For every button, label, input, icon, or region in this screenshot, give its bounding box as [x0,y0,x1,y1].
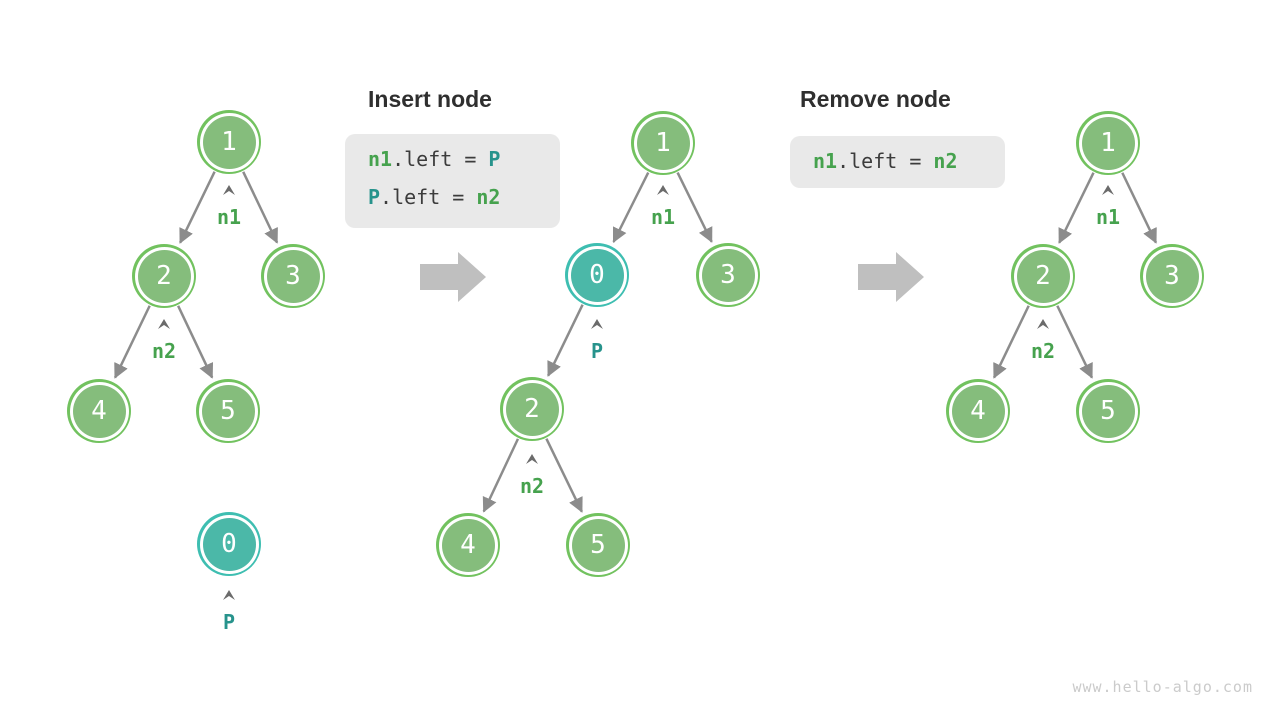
node-value: 5 [1100,396,1116,426]
tree-after-remove-node-1: 1 [1076,111,1140,175]
node-value: 1 [221,127,237,157]
pointer-label-P: P [590,339,604,363]
node-value: 4 [460,530,476,560]
tree-after-insert-node-0: 0 [565,243,629,307]
node-value: 4 [970,396,986,426]
pointer-label-n1: n1 [216,205,242,229]
node-value: 0 [589,260,605,290]
tree-after-remove-node-4: 4 [946,379,1010,443]
remove-code-box: n1.left = n2 [790,136,1005,188]
node-value: 5 [220,396,236,426]
code-line: P.left = n2 [368,178,560,216]
tree-edge [1056,305,1094,379]
code-token: .left = [837,149,934,173]
pointer-label-n2: n2 [151,339,177,363]
pointer-caret-icon [158,319,170,329]
tree-before-insert-node-5: 5 [196,379,260,443]
node-value: 1 [1100,128,1116,158]
tree-after-insert-node-4: 4 [436,513,500,577]
pointer-caret-icon [1102,185,1114,195]
code-line: n1.left = n2 [813,142,1005,180]
pointer-caret-icon [657,185,669,195]
node-value: 2 [524,394,540,424]
tree-after-remove-node-3: 3 [1140,244,1204,308]
code-token: n2 [476,185,501,209]
tree-edge [242,171,279,244]
pointer-caret-icon [1037,319,1049,329]
pointer-caret-icon [526,454,538,464]
pointer-caret-icon [223,590,235,600]
pointer-label-n2: n2 [1030,339,1056,363]
node-value: 2 [1035,261,1051,291]
node-value: 3 [1164,261,1180,291]
node-value: 0 [221,529,237,559]
tree-before-insert-node-0: 0 [197,512,261,576]
tree-edge [1058,172,1095,244]
tree-edge [177,305,214,379]
node-value: 3 [720,260,736,290]
pointer-label-n1: n1 [650,205,676,229]
node-value: 5 [590,530,606,560]
node-value: 1 [655,128,671,158]
watermark: www.hello-algo.com [1072,678,1253,696]
pointer-label-n2: n2 [519,474,545,498]
pointer-caret-icon [591,319,603,329]
insert-section-title: Insert node [368,86,492,112]
code-line: n1.left = P [368,140,560,178]
tree-before-insert-node-1: 1 [197,110,261,174]
code-token: n1 [368,147,393,171]
tree-after-remove-node-5: 5 [1076,379,1140,443]
tree-before-insert-node-3: 3 [261,244,325,308]
tree-edge [179,171,216,244]
code-token: n2 [933,149,958,173]
pointer-label-n1: n1 [1095,205,1121,229]
transform-arrow-icon [420,252,486,302]
tree-edge [676,172,713,243]
node-value: 4 [91,396,107,426]
node-value: 2 [156,261,172,291]
pointer-caret-icon [223,185,235,195]
tree-edge [612,171,650,244]
code-token: .left = [392,147,489,171]
tree-after-insert-node-2: 2 [500,377,564,441]
tree-after-remove-node-2: 2 [1011,244,1075,308]
code-token: P [368,185,381,209]
tree-edge [547,304,584,377]
pointer-label-P: P [222,610,236,634]
transform-arrow-icon [858,252,924,302]
tree-edge [113,305,151,379]
tree-before-insert-node-2: 2 [132,244,196,308]
node-value: 3 [285,261,301,291]
code-token: P [488,147,501,171]
tree-edge [1121,172,1158,244]
code-token: .left = [380,185,477,209]
remove-section-title: Remove node [800,86,951,112]
tree-edge [992,305,1030,379]
code-token: n1 [813,149,838,173]
tree-after-insert-node-1: 1 [631,111,695,175]
tree-before-insert-node-4: 4 [67,379,131,443]
tree-after-insert-node-3: 3 [696,243,760,307]
tree-after-insert-node-5: 5 [566,513,630,577]
tree-edge [482,438,520,513]
tree-edge [545,438,583,513]
